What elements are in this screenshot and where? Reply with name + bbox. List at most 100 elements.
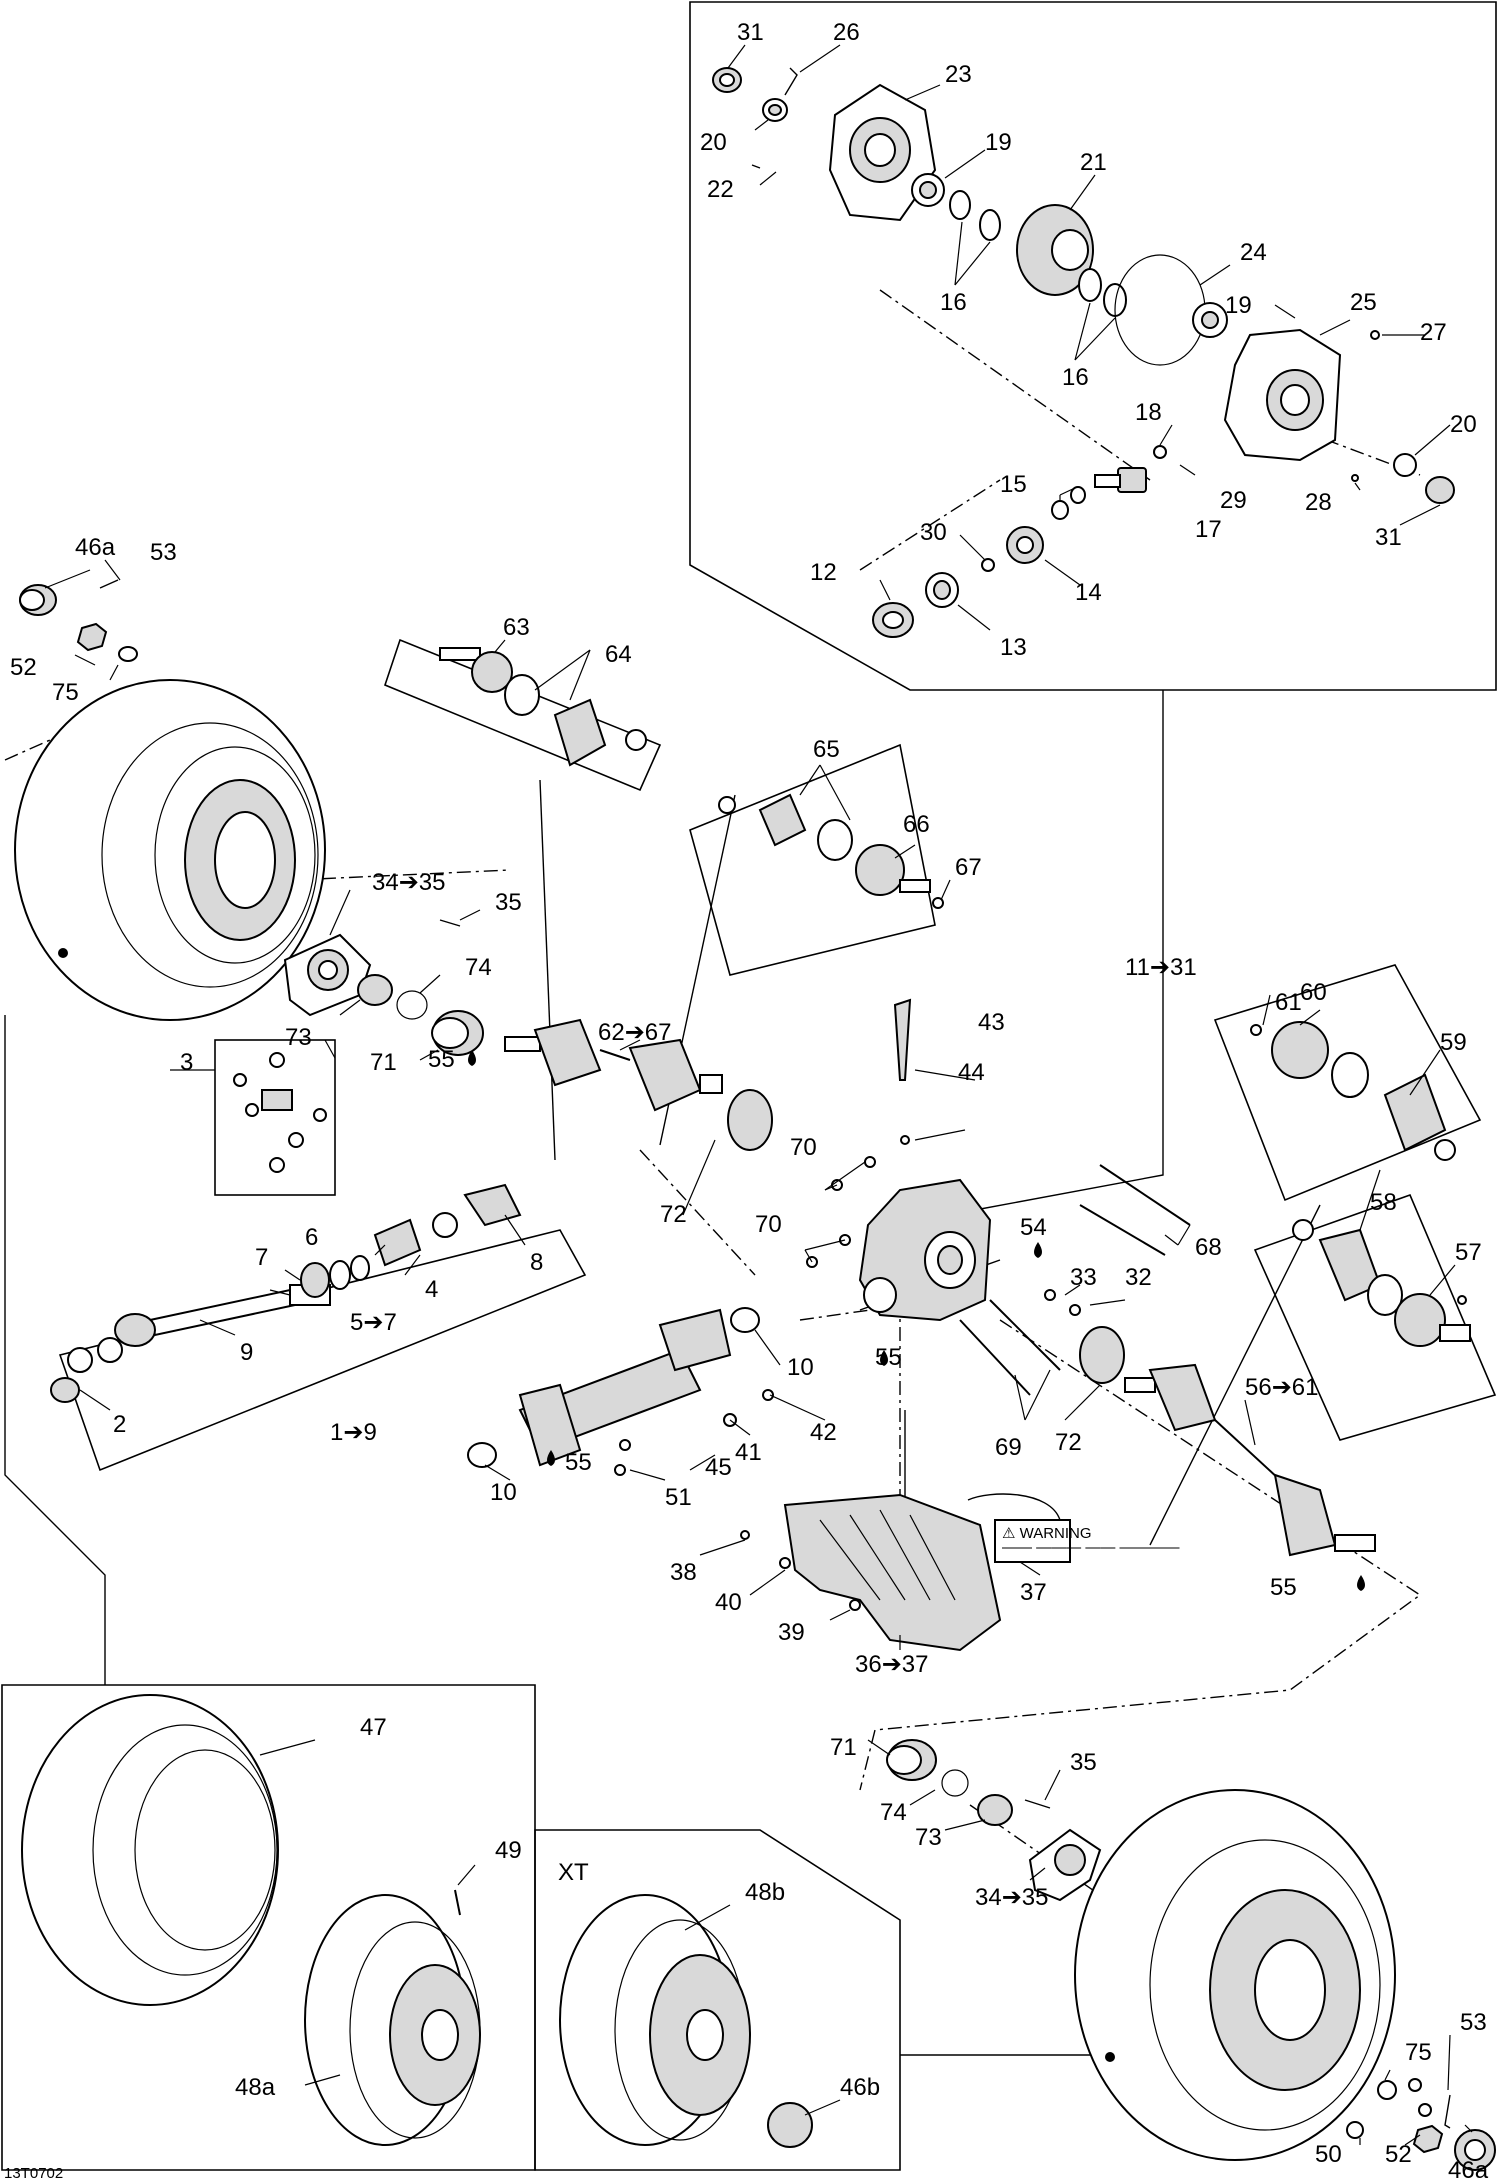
callout-46a: 46a — [75, 534, 116, 561]
callout-34-35b: 34➔35 — [975, 1884, 1049, 1911]
callout-69: 69 — [995, 1434, 1022, 1461]
callout-14: 14 — [1075, 579, 1102, 606]
callout-1-9: 1➔9 — [330, 1419, 377, 1446]
differential-inset-box — [689, 1, 1497, 691]
callout-10b: 10 — [490, 1479, 517, 1506]
callout-75b: 75 — [1405, 2039, 1432, 2066]
dust-cap-46a-bottom — [1454, 2129, 1496, 2171]
front-drive-shaft — [504, 1018, 723, 1112]
callout-7: 7 — [255, 1244, 268, 1271]
callout-46b: 46b — [840, 2074, 880, 2101]
callout-71: 71 — [370, 1049, 397, 1076]
callout-44: 44 — [958, 1059, 985, 1086]
callout-9: 9 — [240, 1339, 253, 1366]
callout-31: 31 — [737, 19, 764, 46]
callout-30: 30 — [920, 519, 947, 546]
callout-16b: 16 — [1062, 364, 1089, 391]
callout-40: 40 — [715, 1589, 742, 1616]
ring-gear-21 — [1016, 204, 1094, 296]
u-joint-kit-3 — [233, 1052, 327, 1173]
callout-24: 24 — [1240, 239, 1267, 266]
callout-56-61: 56➔61 — [1245, 1374, 1319, 1401]
callout-74: 74 — [465, 954, 492, 981]
seal-72a — [727, 1089, 773, 1151]
callout-4: 4 — [425, 1276, 438, 1303]
flange-8 — [463, 1183, 522, 1227]
callout-65: 65 — [813, 736, 840, 763]
callout-16: 16 — [940, 289, 967, 316]
callout-10: 10 — [787, 1354, 814, 1381]
oil-drop-icon-3 — [880, 1350, 888, 1366]
callout-12: 12 — [810, 559, 837, 586]
wheel-hub-34 — [283, 933, 372, 1017]
callout-5-7: 5➔7 — [350, 1309, 397, 1336]
callout-11-31: 11➔31 — [1125, 954, 1197, 981]
callout-32: 32 — [1125, 1264, 1152, 1291]
rear-inner-cv-group-box — [1213, 964, 1482, 1202]
callout-63: 63 — [503, 614, 530, 641]
callout-49: 49 — [495, 1837, 522, 1864]
callout-23: 23 — [945, 61, 972, 88]
bearing-14 — [1006, 526, 1044, 564]
bearing-19b — [1192, 302, 1228, 338]
cv-joint-66 — [855, 844, 931, 896]
callout-43: 43 — [978, 1009, 1005, 1036]
differential-housing-25 — [1223, 328, 1342, 462]
breather-43 — [893, 998, 912, 1081]
outer-cv-joint-group-box — [689, 743, 936, 976]
warning-label-heading: ⚠ WARNING — [1002, 1525, 1092, 1542]
callout-68: 68 — [1195, 1234, 1222, 1261]
rear-outer-cv-group-box — [1253, 1193, 1497, 1441]
callout-61: 61 — [1275, 989, 1302, 1016]
callout-46a-b: 46a — [1448, 2157, 1489, 2183]
callout-55: 55 — [428, 1046, 455, 1073]
wheel-rim-48b — [559, 1894, 751, 2146]
warning-label-text-1: —— ——— —— ———— — [1002, 1539, 1180, 1556]
callout-55d: 55 — [1270, 1574, 1297, 1601]
callout-72: 72 — [660, 1201, 687, 1228]
oil-drop-icon — [468, 1050, 476, 1066]
u-joint-2 — [50, 1337, 123, 1403]
callout-29: 29 — [1220, 487, 1247, 514]
bolts-69 — [959, 1299, 1061, 1396]
front-propeller-shaft — [518, 1307, 760, 1467]
callout-37: 37 — [1020, 1579, 1047, 1606]
callout-55c: 55 — [565, 1449, 592, 1476]
callout-70: 70 — [790, 1134, 817, 1161]
bearing-71-top — [431, 1010, 484, 1056]
pinion-gear-17 — [1094, 467, 1147, 493]
o-ring-24 — [1114, 254, 1206, 366]
oil-drop-icon-4 — [547, 1450, 555, 1466]
callout-73b: 73 — [915, 1824, 942, 1851]
wheel-hub-34-bottom — [1028, 1828, 1102, 1902]
callout-13: 13 — [1000, 634, 1027, 661]
callout-17: 17 — [1195, 516, 1222, 543]
callout-35b: 35 — [1070, 1749, 1097, 1776]
callout-19: 19 — [985, 129, 1012, 156]
skid-plate-36 — [783, 1493, 1002, 1652]
callout-75: 75 — [52, 679, 79, 706]
bearing-71-bottom — [886, 1739, 937, 1781]
callout-39: 39 — [778, 1619, 805, 1646]
callout-50: 50 — [1315, 2141, 1342, 2168]
rear-drive-shaft — [1124, 1363, 1376, 1557]
u-joint-detail-box — [214, 1039, 336, 1196]
callout-27: 27 — [1420, 319, 1447, 346]
xt-wheel-box — [534, 1829, 901, 2171]
callout-52b: 52 — [1385, 2141, 1412, 2168]
callout-31b: 31 — [1375, 524, 1402, 551]
callout-66: 66 — [903, 811, 930, 838]
yoke-4 — [373, 1212, 458, 1267]
bolts-68 — [1079, 1164, 1191, 1256]
callout-51: 51 — [665, 1484, 692, 1511]
oil-drop-icon-2 — [1034, 1242, 1042, 1258]
callout-42: 42 — [810, 1419, 837, 1446]
callout-60: 60 — [1300, 979, 1327, 1006]
callout-48b: 48b — [745, 1879, 785, 1906]
tire-rear-right — [1074, 1789, 1396, 2161]
propeller-shaft-box — [58, 1229, 587, 1472]
oil-seal-31 — [712, 67, 742, 93]
callout-labels: 31 26 23 20 19 22 21 16 24 16 19 25 27 1… — [4, 19, 1489, 2183]
callout-71b: 71 — [830, 1734, 857, 1761]
